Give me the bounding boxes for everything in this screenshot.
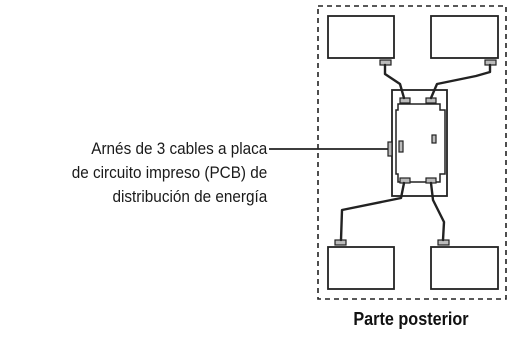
- module-bottom-left: [327, 246, 395, 290]
- pcb-connector-top-left: [399, 97, 411, 104]
- pcb-connector-left: [387, 141, 393, 157]
- module-top-right: [430, 15, 499, 59]
- pcb-connector-inner-right: [431, 134, 437, 144]
- cable-bottom-left: [339, 181, 406, 242]
- pcb-inner-board: [395, 103, 446, 183]
- pcb-connector-inner-left: [398, 140, 404, 153]
- pcb-connector-bottom-left: [399, 177, 411, 184]
- callout-line-1: Arnés de 3 cables a placa: [90, 139, 267, 158]
- callout-line-2: de circuito impreso (PCB) de: [71, 163, 267, 182]
- cable-bottom-right: [429, 181, 446, 242]
- cable-top-right: [429, 63, 492, 100]
- cables: [339, 63, 492, 242]
- module-bottom-right: [430, 246, 499, 290]
- cable-top-left: [383, 63, 406, 100]
- chassis-rear-outline: [317, 5, 507, 300]
- callout-line-3: distribución de energía: [112, 187, 267, 206]
- module-top-left: [327, 15, 395, 59]
- harness-callout-label: Arnés de 3 cables a placa de circuito im…: [71, 137, 267, 209]
- rear-view-caption: Parte posterior: [353, 309, 469, 329]
